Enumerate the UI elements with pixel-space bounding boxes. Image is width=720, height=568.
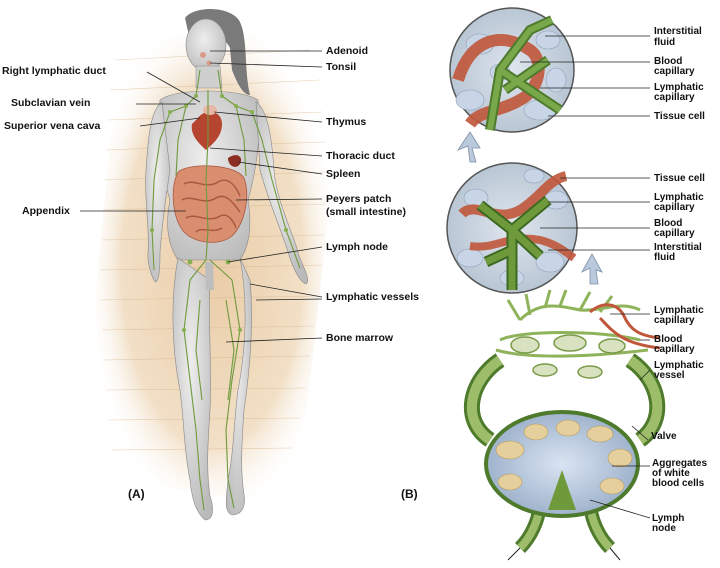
panel-label-b: (B) bbox=[401, 487, 418, 501]
label-spleen: Spleen bbox=[326, 168, 361, 180]
panel-label-a: (A) bbox=[128, 487, 145, 501]
leader-lines-b bbox=[520, 35, 651, 519]
lymph-node bbox=[484, 410, 640, 561]
label-bone-marrow: Bone marrow bbox=[326, 332, 394, 344]
label-blood-capillary-net-1: Blood bbox=[654, 334, 683, 345]
label-thoracic-duct: Thoracic duct bbox=[326, 150, 395, 162]
label-small-intestine: (small intestine) bbox=[326, 206, 406, 218]
label-lymphatic-capillary-mid-1: Lymphatic bbox=[654, 192, 704, 203]
label-aggregates-2: of white bbox=[652, 468, 690, 479]
label-peyers-patch: Peyers patch bbox=[326, 193, 392, 205]
label-appendix: Appendix bbox=[22, 205, 70, 217]
label-interstitial-fluid-top-1: Interstitial bbox=[654, 26, 702, 37]
label-aggregates-1: Aggregates bbox=[652, 458, 708, 469]
label-blood-capillary-net-2: capillary bbox=[654, 344, 695, 355]
label-blood-capillary-mid-2: capillary bbox=[654, 228, 695, 239]
label-interstitial-fluid-mid-2: fluid bbox=[654, 252, 676, 263]
label-tissue-cell-mid: Tissue cell bbox=[654, 173, 705, 184]
label-lymphatic-capillary-top-2: capillary bbox=[654, 92, 695, 103]
label-adenoid: Adenoid bbox=[326, 45, 368, 57]
organs bbox=[172, 52, 248, 243]
label-aggregates-3: blood cells bbox=[652, 478, 705, 489]
label-tonsil: Tonsil bbox=[326, 61, 357, 73]
label-blood-capillary-top-1: Blood bbox=[654, 56, 683, 67]
label-lymphatic-vessel-1: Lymphatic bbox=[654, 360, 704, 371]
magnify-arrows bbox=[456, 131, 603, 285]
leader-lines-a bbox=[80, 50, 323, 343]
label-interstitial-fluid-mid-1: Interstitial bbox=[654, 242, 702, 253]
lymphatic-vessels-body bbox=[151, 69, 301, 511]
lymph-nodes-body bbox=[150, 94, 288, 332]
label-lymphatic-capillary-top-1: Lymphatic bbox=[654, 82, 704, 93]
label-blood-capillary-mid-1: Blood bbox=[654, 218, 683, 229]
label-interstitial-fluid-top-2: fluid bbox=[654, 37, 676, 48]
label-lymphatic-capillary-net-1: Lymphatic bbox=[654, 305, 704, 316]
label-lymph-node-b-2: node bbox=[652, 523, 676, 534]
label-superior-vena-cava: Superior vena cava bbox=[4, 120, 101, 132]
label-right-lymphatic-duct: Right lymphatic duct bbox=[2, 65, 106, 77]
label-lymphatic-capillary-net-2: capillary bbox=[654, 315, 695, 326]
label-lymphatic-vessels: Lymphatic vessels bbox=[326, 291, 419, 303]
label-lymph-node-b-1: Lymph bbox=[652, 513, 685, 524]
label-lymphatic-vessel-2: vessel bbox=[654, 370, 685, 381]
label-lymphatic-capillary-mid-2: capillary bbox=[654, 202, 695, 213]
label-thymus: Thymus bbox=[326, 116, 367, 128]
label-blood-capillary-top-2: capillary bbox=[654, 66, 695, 77]
capillary-network bbox=[495, 289, 661, 379]
middle-magnified-circle bbox=[446, 162, 578, 294]
label-valve: Valve bbox=[651, 431, 677, 442]
label-lymph-node: Lymph node bbox=[326, 241, 389, 253]
top-magnified-circle bbox=[449, 7, 575, 133]
label-subclavian-vein: Subclavian vein bbox=[11, 97, 91, 109]
label-tissue-cell-top: Tissue cell bbox=[654, 111, 705, 122]
